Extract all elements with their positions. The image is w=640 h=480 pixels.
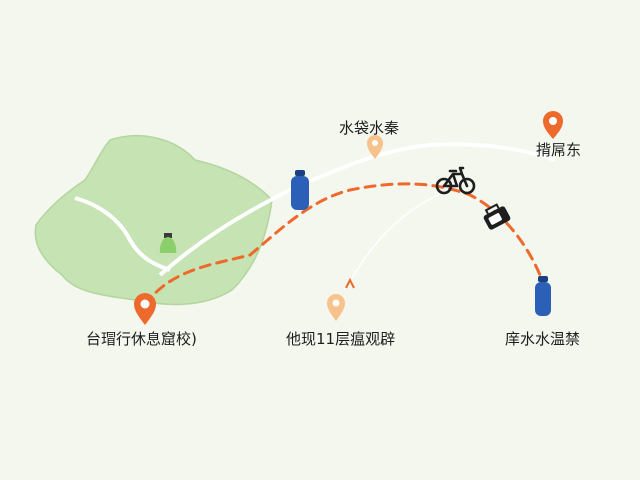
water-bottle-icon[interactable]: [535, 276, 551, 316]
water-bottle-icon[interactable]: [291, 170, 309, 210]
top-right-pin[interactable]: [543, 111, 563, 139]
route-path: [143, 182, 542, 307]
top-center-pin[interactable]: [367, 135, 383, 159]
top-right-label: 揹屌东: [536, 141, 582, 159]
side-road: [74, 196, 171, 272]
bag-icon[interactable]: [481, 202, 512, 231]
end-label: 庠水水温禁: [505, 330, 581, 348]
top-center-label: 水袋水秦: [339, 119, 400, 137]
branch-arrow-icon: [345, 277, 355, 289]
middle-pin[interactable]: [327, 294, 345, 321]
main-road: [158, 142, 556, 277]
campsite-icon[interactable]: [159, 233, 177, 253]
bicycle-icon[interactable]: [435, 166, 476, 195]
start-label: 台瑁行休息窟校): [86, 330, 197, 348]
middle-label: 他现11层瘟观辟: [286, 330, 396, 348]
start-pin[interactable]: [134, 293, 156, 325]
branch-road: [344, 189, 451, 291]
